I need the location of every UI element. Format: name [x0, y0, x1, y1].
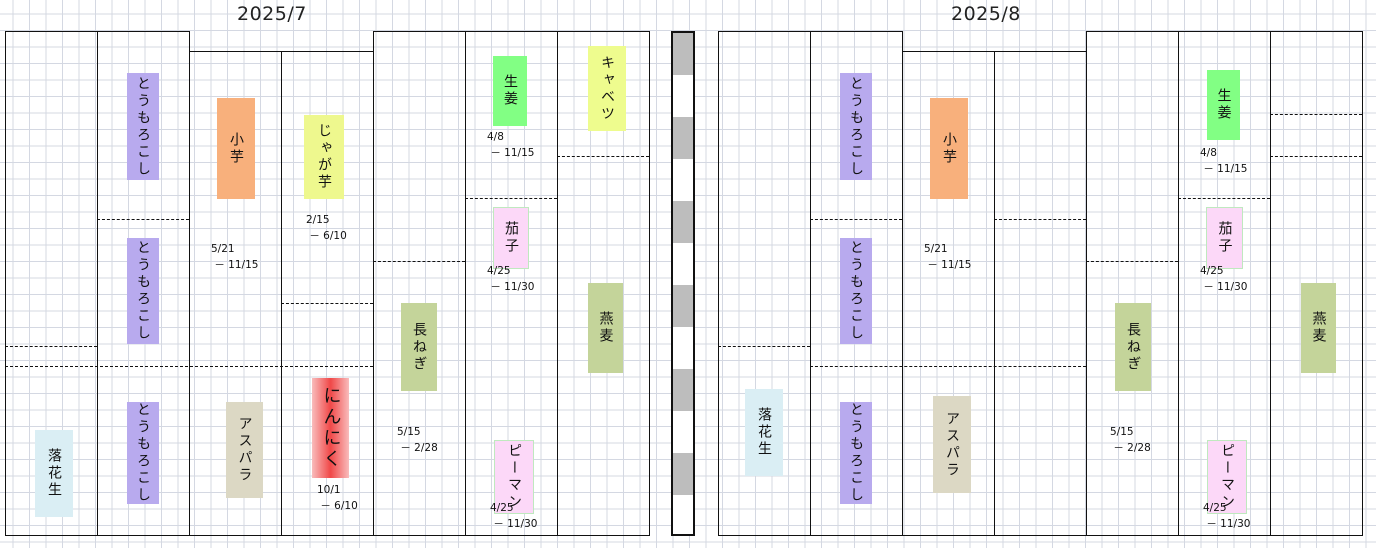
- crop-label-piman[interactable]: ピーマン: [1207, 440, 1247, 514]
- date-range-nasu: 4/25 － 11/30: [487, 265, 535, 293]
- field-divider: [465, 31, 466, 536]
- crop-label-toumorokoshi[interactable]: とうもろこし: [127, 238, 159, 344]
- date-range-piman: 4/25 － 11/30: [1203, 502, 1251, 530]
- crop-label-asupara[interactable]: アスパラ: [933, 396, 971, 493]
- plot-divider: [810, 366, 1086, 367]
- date-range-ninniku: 10/1 － 6/10: [317, 484, 358, 512]
- field-divider: [1362, 31, 1363, 536]
- crop-label-nasu[interactable]: 茄子: [493, 207, 529, 269]
- field-divider: [1086, 31, 1087, 536]
- field-divider: [1270, 31, 1271, 536]
- field-border-top: [1086, 31, 1363, 32]
- separator-segment: [673, 369, 693, 411]
- plot-divider: [1178, 198, 1270, 199]
- date-range-shouga: 4/8 － 11/15: [487, 131, 535, 159]
- plot-divider: [97, 219, 189, 220]
- crop-label-toumorokoshi[interactable]: とうもろこし: [840, 402, 872, 504]
- date-range-nasu: 4/25 － 11/30: [1200, 265, 1248, 293]
- crop-label-rakkasei[interactable]: 落花生: [35, 430, 73, 517]
- plot-divider: [557, 156, 649, 157]
- field-divider: [902, 31, 903, 536]
- month-title-july: 2025/7: [237, 3, 307, 25]
- crop-label-enbaku[interactable]: 燕麦: [1301, 283, 1336, 373]
- plot-divider: [810, 219, 902, 220]
- crop-label-toumorokoshi[interactable]: とうもろこし: [127, 73, 159, 180]
- crop-label-piman[interactable]: ピーマン: [494, 440, 534, 514]
- crop-label-kyabetsu[interactable]: キャベツ: [588, 46, 626, 131]
- crop-label-satoimo[interactable]: 小芋: [217, 98, 255, 199]
- date-range-satoimo: 5/21 － 11/15: [924, 243, 972, 271]
- date-range-negi: 5/15 － 2/28: [1110, 426, 1151, 454]
- crop-label-shouga[interactable]: 生姜: [1207, 70, 1240, 140]
- plot-divider: [1270, 114, 1362, 115]
- field-divider: [1178, 31, 1179, 536]
- crop-label-satoimo[interactable]: 小芋: [930, 98, 968, 199]
- crop-label-toumorokoshi[interactable]: とうもろこし: [840, 73, 872, 180]
- crop-label-asupara[interactable]: アスパラ: [226, 402, 263, 498]
- separator-segment: [673, 285, 693, 327]
- crop-label-jagaimo[interactable]: じゃが芋: [304, 115, 344, 199]
- plot-divider: [373, 261, 465, 262]
- field-divider: [557, 31, 558, 536]
- crop-label-negi[interactable]: 長ねぎ: [401, 303, 437, 391]
- date-range-negi: 5/15 － 2/28: [397, 426, 438, 454]
- field-border-bottom: [718, 535, 1363, 536]
- field-divider: [189, 31, 190, 536]
- month-separator-bar: [671, 31, 695, 536]
- plot-divider: [1270, 156, 1362, 157]
- crop-label-shouga[interactable]: 生姜: [493, 56, 527, 126]
- field-border-top: [373, 31, 650, 32]
- crop-label-enbaku[interactable]: 燕麦: [588, 283, 623, 373]
- crop-label-toumorokoshi[interactable]: とうもろこし: [840, 238, 872, 344]
- plot-divider: [718, 346, 810, 347]
- field-divider: [649, 31, 650, 536]
- field-divider: [5, 31, 6, 536]
- crop-label-rakkasei[interactable]: 落花生: [745, 389, 783, 476]
- date-range-piman: 4/25 － 11/30: [490, 502, 538, 530]
- crop-label-toumorokoshi[interactable]: とうもろこし: [127, 402, 159, 504]
- plot-divider: [1086, 261, 1178, 262]
- field-divider: [994, 51, 995, 536]
- crop-label-negi[interactable]: 長ねぎ: [1115, 303, 1151, 391]
- separator-segment: [673, 117, 693, 159]
- date-range-jagaimo: 2/15 － 6/10: [306, 214, 347, 242]
- field-border-bottom: [5, 535, 650, 536]
- separator-segment: [673, 453, 693, 495]
- field-divider: [718, 31, 719, 536]
- plot-divider: [5, 346, 97, 347]
- separator-segment: [673, 201, 693, 243]
- plot-divider: [994, 219, 1086, 220]
- crop-label-nasu[interactable]: 茄子: [1206, 207, 1243, 269]
- plot-divider: [5, 366, 373, 367]
- field-divider: [810, 31, 811, 536]
- plot-divider: [281, 303, 373, 304]
- field-divider: [373, 31, 374, 536]
- month-title-august: 2025/8: [951, 3, 1021, 25]
- plot-divider: [465, 198, 557, 199]
- crop-label-ninniku[interactable]: にんにく: [312, 378, 349, 478]
- separator-segment: [673, 33, 693, 75]
- date-range-satoimo: 5/21 － 11/15: [211, 243, 259, 271]
- date-range-shouga: 4/8 － 11/15: [1200, 147, 1248, 175]
- field-divider: [97, 31, 98, 536]
- field-divider: [281, 51, 282, 536]
